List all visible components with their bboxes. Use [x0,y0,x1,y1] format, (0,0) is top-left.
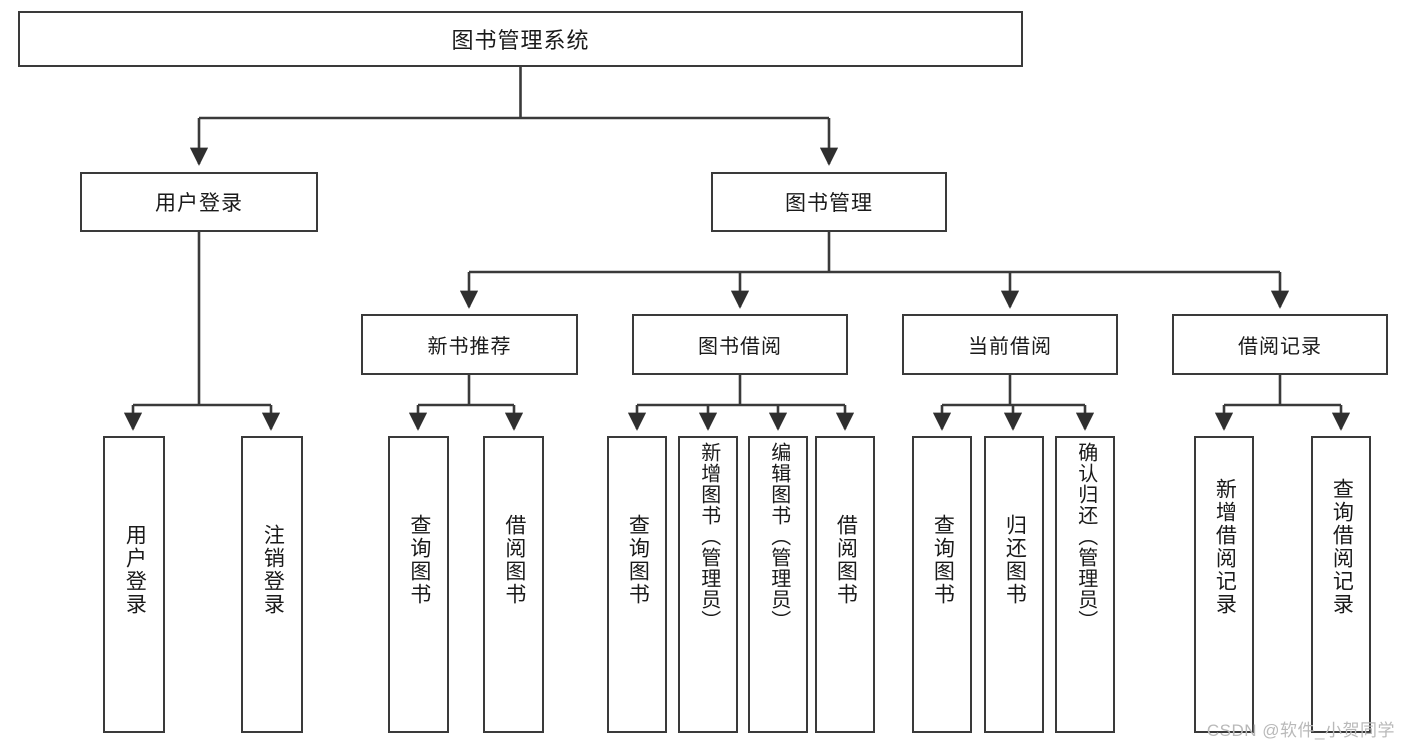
node-label: 当前借阅 [968,336,1052,358]
node-label: 借阅图书 [834,514,858,606]
leaf-add-book-admin[interactable]: 新增图书（管理员） [678,436,738,733]
node-book-management-system[interactable]: 图书管理系统 [18,11,1023,67]
leaf-borrow-book-borrow[interactable]: 借阅图书 [815,436,875,733]
node-label: 编辑图书（管理员） [767,442,790,631]
csdn-watermark: CSDN @软件_小贺同学 [1206,721,1395,740]
node-book-borrow[interactable]: 图书借阅 [632,314,848,375]
node-label: 查询借阅记录 [1330,478,1354,616]
leaf-logout-login[interactable]: 注销登录 [241,436,303,733]
node-label: 用户登录 [155,192,243,215]
leaf-query-book-current[interactable]: 查询图书 [912,436,972,733]
node-current-borrow[interactable]: 当前借阅 [902,314,1118,375]
leaf-query-book-borrow[interactable]: 查询图书 [607,436,667,733]
leaf-user-login[interactable]: 用户登录 [103,436,165,733]
node-label: 注销登录 [261,524,285,616]
node-label: 归还图书 [1003,514,1027,606]
leaf-confirm-return-admin[interactable]: 确认归还（管理员） [1055,436,1115,733]
node-new-book-recommend[interactable]: 新书推荐 [361,314,578,375]
leaf-query-borrow-record[interactable]: 查询借阅记录 [1311,436,1371,733]
node-label: 借阅记录 [1238,336,1322,358]
leaf-query-book-recommend[interactable]: 查询图书 [388,436,449,733]
leaf-borrow-book-recommend[interactable]: 借阅图书 [483,436,544,733]
node-label: 图书管理系统 [451,28,590,53]
leaf-edit-book-admin[interactable]: 编辑图书（管理员） [748,436,808,733]
leaf-add-borrow-record[interactable]: 新增借阅记录 [1194,436,1254,733]
node-label: 新书推荐 [427,336,512,358]
node-label: 借阅图书 [502,514,526,606]
node-label: 图书借阅 [698,336,782,358]
node-borrow-record[interactable]: 借阅记录 [1172,314,1388,375]
node-user-login[interactable]: 用户登录 [80,172,318,232]
node-label: 新增借阅记录 [1213,478,1237,616]
node-label: 查询图书 [407,514,431,606]
node-label: 查询图书 [626,514,650,606]
node-label: 查询图书 [931,514,955,606]
node-book-management[interactable]: 图书管理 [711,172,947,232]
node-label: 新增图书（管理员） [697,442,720,631]
node-label: 确认归还（管理员） [1074,442,1097,631]
node-label: 用户登录 [123,524,147,616]
leaf-return-book[interactable]: 归还图书 [984,436,1044,733]
node-label: 图书管理 [785,192,873,215]
